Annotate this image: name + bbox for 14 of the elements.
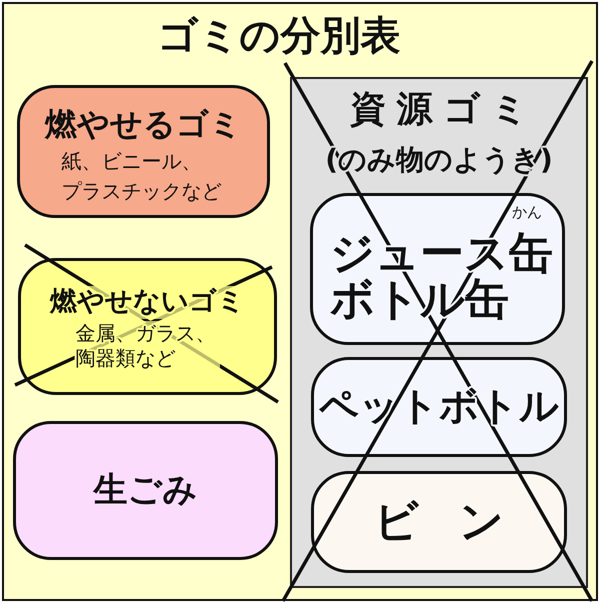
category-examples: 金属、ガラス、陶器類など bbox=[76, 320, 220, 371]
item-label: ビン bbox=[373, 499, 544, 545]
category-examples: 紙、ビニール、プラスチックなど bbox=[62, 148, 222, 205]
item-card bbox=[311, 357, 567, 457]
item-card bbox=[311, 471, 567, 573]
table-title: ゴミの分別表 bbox=[158, 12, 400, 60]
item-label: ペットボトル bbox=[319, 384, 559, 430]
category-title: 生ごみ bbox=[94, 470, 198, 511]
category-title: 燃やせるゴミ bbox=[45, 105, 242, 144]
furigana: かん bbox=[512, 204, 542, 220]
category-card bbox=[17, 85, 270, 218]
category-title: 資源ゴミ bbox=[348, 88, 539, 132]
category-card bbox=[18, 258, 277, 395]
category-card bbox=[13, 421, 278, 560]
